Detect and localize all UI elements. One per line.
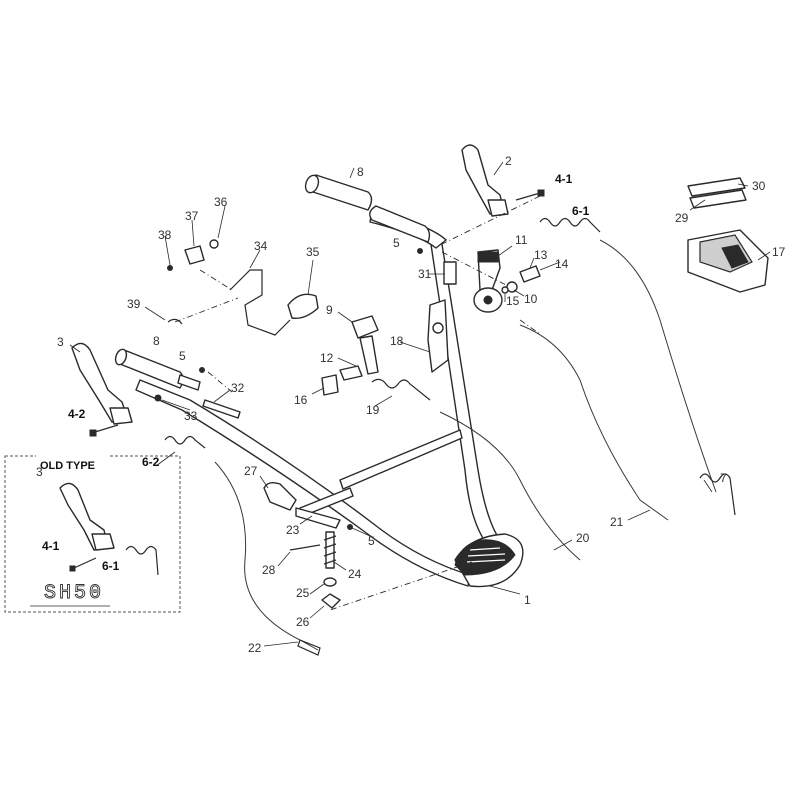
label-29: 29 — [675, 211, 689, 225]
label-22: 22 — [248, 641, 262, 655]
handlebar-frame — [135, 209, 524, 588]
label-18: 18 — [390, 334, 404, 348]
old-type-label-4-1: 4-1 — [42, 539, 60, 553]
label-32: 32 — [231, 381, 245, 395]
label-13: 13 — [534, 248, 548, 262]
label-8-top: 8 — [357, 165, 364, 179]
label-39: 39 — [127, 297, 141, 311]
label-17: 17 — [772, 245, 786, 259]
label-21: 21 — [610, 515, 624, 529]
lever-11-assembly — [473, 249, 541, 313]
label-4-1: 4-1 — [555, 172, 573, 186]
label-23: 23 — [286, 523, 300, 537]
small-parts — [154, 248, 423, 530]
lever-3 — [71, 342, 133, 425]
label-5-bottom: 5 — [368, 534, 375, 548]
label-37: 37 — [185, 209, 199, 223]
old-type-model: SH50 — [44, 582, 104, 605]
label-15: 15 — [506, 294, 520, 308]
label-5-left: 5 — [179, 349, 186, 363]
grip-8-top — [304, 174, 431, 243]
assembly-lines — [174, 195, 541, 611]
shift-lever-34 — [167, 239, 457, 336]
bolts-4 — [89, 189, 545, 437]
label-27: 27 — [244, 464, 258, 478]
label-14: 14 — [555, 257, 569, 271]
label-6-1: 6-1 — [572, 204, 590, 218]
lever-2 — [461, 144, 509, 217]
labels: 2 4-1 6-1 8 5 11 13 14 31 15 10 9 18 12 … — [36, 154, 786, 655]
label-1: 1 — [524, 593, 531, 607]
bracket-18-group — [321, 299, 449, 401]
label-5-top: 5 — [393, 236, 400, 250]
control-box-17 — [687, 177, 769, 293]
label-38: 38 — [158, 228, 172, 242]
lower-lever-23 — [263, 481, 341, 609]
label-10: 10 — [524, 292, 538, 306]
label-12: 12 — [320, 351, 334, 365]
label-33: 33 — [184, 409, 198, 423]
label-11: 11 — [515, 233, 528, 247]
old-type-label-3: 3 — [36, 465, 43, 479]
label-9: 9 — [326, 303, 333, 317]
label-31: 31 — [418, 267, 432, 281]
label-24: 24 — [348, 567, 362, 581]
old-type-title: OLD TYPE — [40, 460, 95, 472]
label-7: 7 — [720, 471, 727, 485]
label-19: 19 — [366, 403, 380, 417]
label-3: 3 — [57, 335, 64, 349]
label-35: 35 — [306, 245, 320, 259]
springs-6 — [164, 217, 601, 449]
label-6-2: 6-2 — [142, 455, 160, 469]
cables — [214, 239, 736, 656]
label-25: 25 — [296, 586, 310, 600]
label-4-2: 4-2 — [68, 407, 86, 421]
label-34: 34 — [254, 239, 268, 253]
label-36: 36 — [214, 195, 228, 209]
label-26: 26 — [296, 615, 310, 629]
label-2: 2 — [505, 154, 512, 168]
grip-8-left — [114, 348, 201, 391]
label-30: 30 — [752, 179, 766, 193]
old-type-label-6-1: 6-1 — [102, 559, 120, 573]
label-28: 28 — [262, 563, 276, 577]
label-16: 16 — [294, 393, 308, 407]
old-type-inset — [4, 448, 181, 613]
label-20: 20 — [576, 531, 590, 545]
label-8-left: 8 — [153, 334, 160, 348]
